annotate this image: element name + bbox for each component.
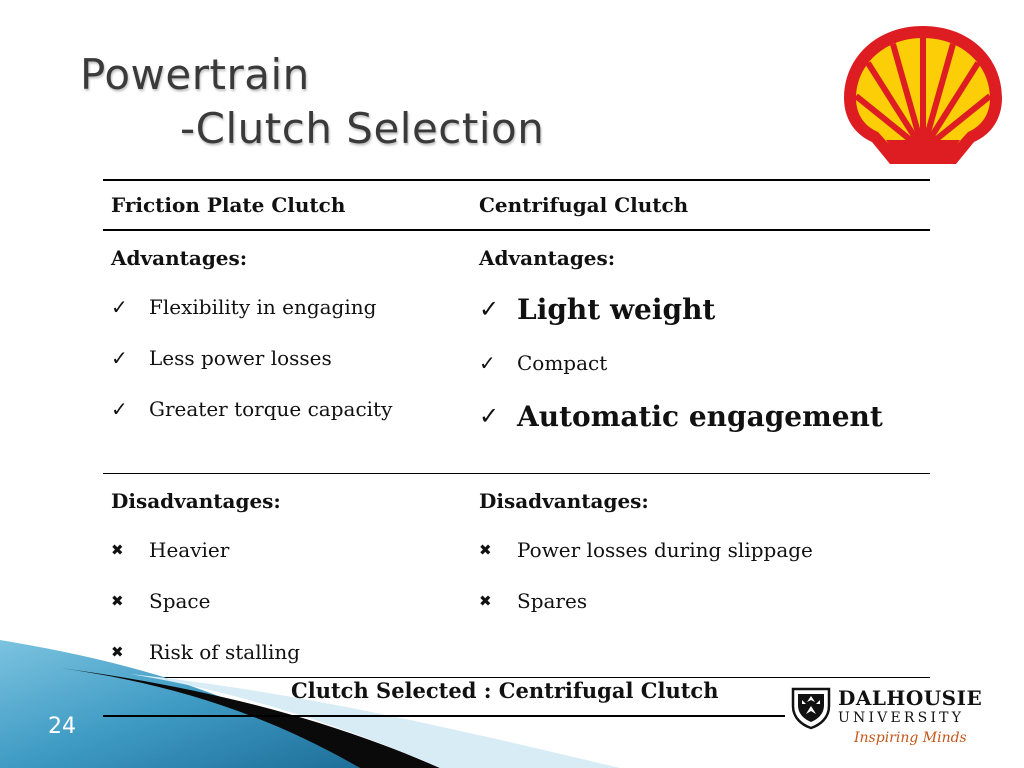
table-header-row: Friction Plate Clutch Centrifugal Clutch: [103, 179, 930, 231]
check-icon: ✓: [111, 345, 128, 370]
advantages-label: Advantages:: [111, 246, 248, 270]
title-line-1: Powertrain: [80, 50, 310, 99]
clutch-comparison-table: Friction Plate Clutch Centrifugal Clutch…: [103, 179, 930, 678]
friction-disadvantages-list: ✖Heavier ✖Space ✖Risk of stalling: [111, 524, 471, 677]
shell-logo-icon: [844, 26, 1002, 164]
disadvantages-row: Disadvantages: ✖Heavier ✖Space ✖Risk of …: [103, 473, 930, 678]
advantages-row: Advantages: ✓Flexibility in engaging ✓Le…: [103, 230, 930, 474]
advantages-label: Advantages:: [479, 246, 616, 270]
disadvantages-label: Disadvantages:: [479, 489, 649, 513]
slide-title: Powertrain -Clutch Selection: [80, 48, 544, 156]
list-item: ✓Automatic engagement: [479, 399, 883, 433]
check-icon: ✓: [111, 396, 128, 421]
disadvantages-label: Disadvantages:: [111, 489, 281, 513]
list-item: ✓Compact: [479, 350, 608, 375]
cross-icon: ✖: [111, 540, 124, 559]
list-item: ✓Greater torque capacity: [111, 396, 393, 421]
centrifugal-disadvantages-list: ✖Power losses during slippage ✖Spares: [479, 524, 930, 626]
list-item: ✖Risk of stalling: [111, 639, 301, 664]
dal-name: DALHOUSIE: [838, 686, 983, 710]
centrifugal-advantages-cell: Advantages: ✓Light weight ✓Compact ✓Auto…: [471, 230, 930, 474]
list-item: ✓Light weight: [479, 292, 716, 326]
cross-icon: ✖: [479, 540, 492, 559]
friction-disadvantages-cell: Disadvantages: ✖Heavier ✖Space ✖Risk of …: [103, 473, 471, 678]
decorative-swoosh-icon: [0, 640, 620, 768]
conclusion-text: Clutch Selected : Centrifugal Clutch: [291, 678, 719, 703]
list-item: ✖Power losses during slippage: [479, 537, 813, 562]
header-centrifugal: Centrifugal Clutch: [471, 179, 930, 231]
list-item: ✖Spares: [479, 588, 588, 613]
centrifugal-disadvantages-cell: Disadvantages: ✖Power losses during slip…: [471, 473, 930, 678]
header-friction-plate: Friction Plate Clutch: [103, 179, 471, 231]
list-item: ✓Less power losses: [111, 345, 332, 370]
friction-advantages-list: ✓Flexibility in engaging ✓Less power los…: [111, 281, 471, 434]
check-icon: ✓: [111, 294, 128, 319]
dalhousie-logo: DALHOUSIE UNIVERSITY Inspiring Minds: [786, 684, 982, 750]
dal-university: UNIVERSITY: [838, 710, 965, 726]
list-item: ✓Flexibility in engaging: [111, 294, 377, 319]
cross-icon: ✖: [479, 591, 492, 610]
title-line-2: -Clutch Selection: [180, 104, 545, 153]
conclusion-underline: [103, 715, 785, 717]
list-item: ✖Space: [111, 588, 211, 613]
dal-tagline: Inspiring Minds: [854, 730, 967, 746]
crest-icon: [791, 687, 831, 730]
page-number: 24: [48, 714, 76, 739]
list-item: ✖Heavier: [111, 537, 230, 562]
cross-icon: ✖: [111, 642, 124, 661]
cross-icon: ✖: [111, 591, 124, 610]
check-icon: ✓: [479, 402, 500, 430]
centrifugal-advantages-list: ✓Light weight ✓Compact ✓Automatic engage…: [479, 281, 930, 444]
check-icon: ✓: [479, 350, 496, 375]
check-icon: ✓: [479, 295, 500, 323]
friction-advantages-cell: Advantages: ✓Flexibility in engaging ✓Le…: [103, 230, 471, 474]
